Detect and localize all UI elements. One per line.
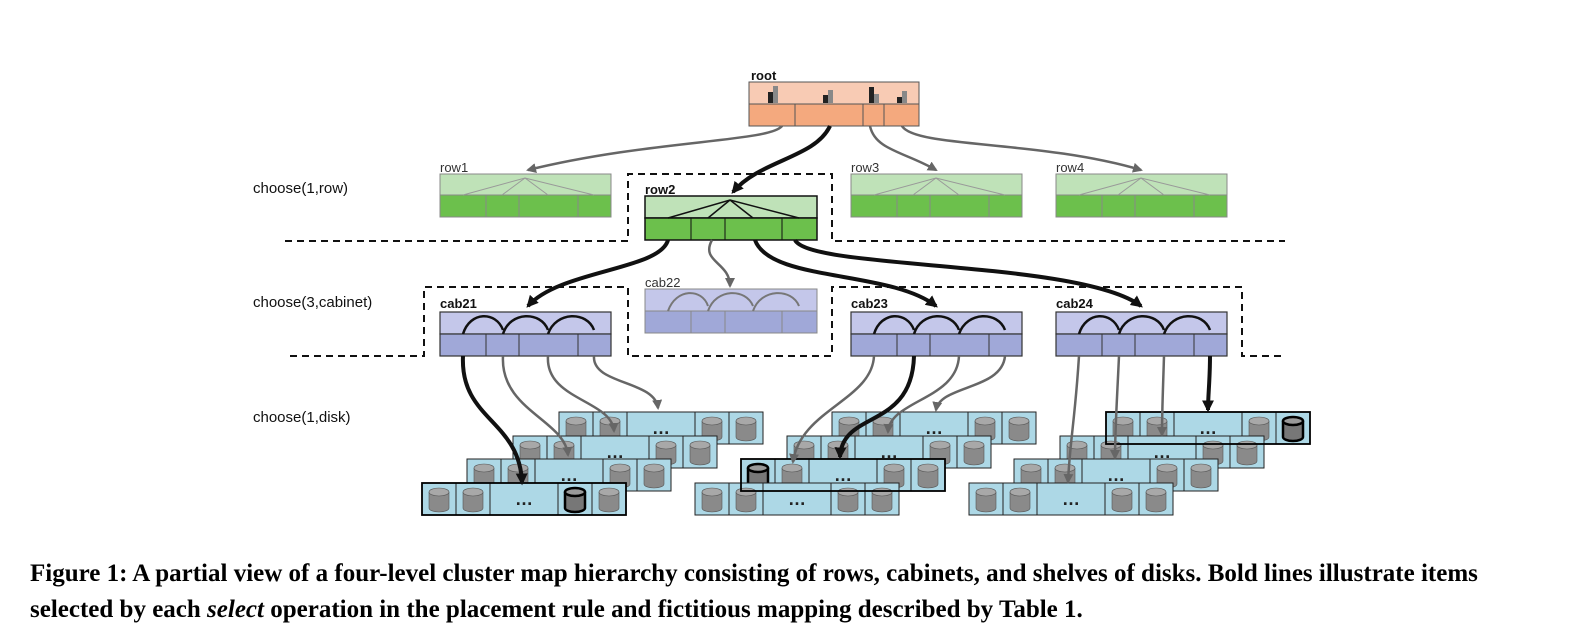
row4-label: row4: [1056, 160, 1084, 175]
row1-bucket: row1: [439, 160, 612, 218]
ellipsis-label: …: [652, 418, 670, 438]
ellipsis-label: …: [880, 442, 898, 462]
weight-bars-icon: [768, 86, 907, 103]
disk-icon: [598, 487, 620, 513]
row-to-cabinet-edges: [526, 238, 1143, 308]
disk-icon: [1111, 487, 1133, 513]
disk-icon: [689, 440, 711, 466]
cab24-bucket: cab24: [1055, 296, 1228, 357]
caption-part2: operation in the placement rule and fict…: [263, 596, 1083, 623]
shelf: …: [694, 482, 900, 516]
ellipsis-label: …: [1062, 489, 1080, 509]
disk-shelves: … … … … … … … … … … … …: [421, 411, 1311, 516]
ellipsis-label: …: [1153, 442, 1171, 462]
cabinet-to-disk-edges: [460, 355, 1215, 486]
disk-icon: [1008, 416, 1030, 442]
disk-icon: [871, 487, 893, 513]
ellipsis-label: …: [560, 465, 578, 485]
separator-cabinet-level: [290, 286, 1285, 357]
disk-icon: [1145, 487, 1167, 513]
shelf: …: [421, 482, 627, 516]
cab22-bucket: cab22: [644, 275, 818, 334]
ellipsis-label: …: [515, 489, 533, 509]
cab21-bucket: cab21: [439, 296, 612, 357]
row2-bucket: row2: [644, 182, 818, 241]
caption-part1: Figure 1: A partial view of a four-level…: [30, 560, 1478, 623]
step-label-choose-cabinet: choose(3,cabinet): [253, 294, 372, 311]
selected-disk-icon: [1281, 415, 1305, 443]
root-label: root: [751, 68, 777, 83]
cab23-label: cab23: [851, 296, 888, 311]
disk-icon: [1190, 463, 1212, 489]
disk-icon: [837, 487, 859, 513]
disk-icon: [917, 463, 939, 489]
cluster-map-diagram: choose(1,row) choose(3,cabinet) choose(1…: [253, 68, 1311, 516]
cab21-label: cab21: [440, 296, 477, 311]
ellipsis-label: …: [925, 418, 943, 438]
row2-label: row2: [645, 182, 675, 197]
disk-icon: [975, 487, 997, 513]
cab23-bucket: cab23: [850, 296, 1023, 357]
disk-icon: [1009, 487, 1031, 513]
root-bucket: root: [748, 68, 920, 127]
row4-bucket: row4: [1055, 160, 1228, 218]
disk-icon: [428, 487, 450, 513]
root-bucket-slots: [748, 103, 920, 127]
shelf: …: [968, 482, 1174, 516]
ellipsis-label: …: [834, 465, 852, 485]
ellipsis-label: …: [1199, 418, 1217, 438]
root-to-row-edges: [526, 125, 1143, 194]
caption-emphasis: select: [207, 596, 264, 623]
disk-icon: [735, 416, 757, 442]
row1-label: row1: [440, 160, 468, 175]
ellipsis-label: …: [1107, 465, 1125, 485]
cab24-label: cab24: [1056, 296, 1094, 311]
cab22-label: cab22: [645, 275, 680, 290]
row3-label: row3: [851, 160, 879, 175]
disk-icon: [643, 463, 665, 489]
level-separators: [285, 173, 1285, 357]
separator-row-level: [285, 173, 1285, 242]
disk-icon: [462, 487, 484, 513]
selected-disk-icon: [563, 486, 587, 514]
ellipsis-label: …: [606, 442, 624, 462]
disk-icon: [1236, 440, 1258, 466]
disk-icon: [701, 487, 723, 513]
figure-caption: Figure 1: A partial view of a four-level…: [30, 556, 1560, 628]
disk-icon: [963, 440, 985, 466]
ellipsis-label: …: [788, 489, 806, 509]
step-label-choose-disk: choose(1,disk): [253, 409, 351, 426]
row3-bucket: row3: [850, 160, 1023, 218]
step-label-choose-row: choose(1,row): [253, 180, 348, 197]
